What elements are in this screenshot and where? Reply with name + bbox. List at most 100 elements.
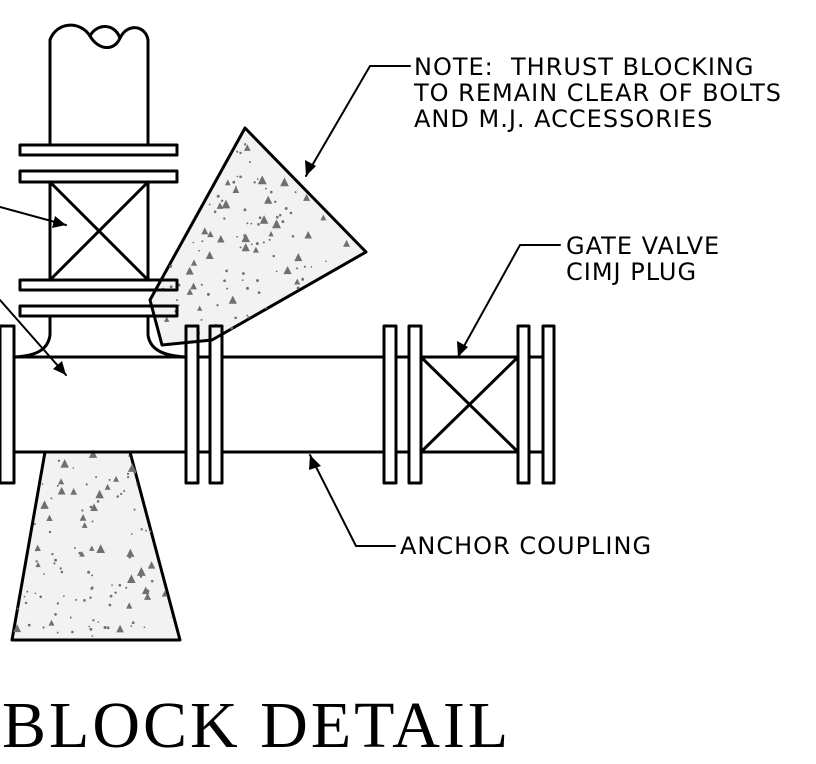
concrete-aggregate [201, 227, 209, 235]
concrete-aggregate [57, 478, 65, 485]
concrete-speck [27, 623, 31, 627]
concrete-speck [72, 467, 75, 469]
concrete-aggregate [217, 235, 225, 243]
anchor-coupling-label: ANCHOR COUPLING [400, 532, 653, 560]
concrete-speck [296, 267, 299, 270]
concrete-speck [26, 590, 29, 593]
concrete-speck [140, 528, 143, 531]
concrete-speck [169, 285, 173, 289]
concrete-speck [75, 598, 78, 601]
concrete-speck [171, 616, 174, 619]
concrete-aggregate [304, 231, 312, 239]
concrete-speck [258, 216, 262, 220]
concrete-speck [35, 560, 38, 563]
concrete-speck [303, 265, 306, 268]
concrete-speck [198, 249, 200, 252]
concrete-speck [96, 500, 100, 503]
concrete-aggregate [136, 566, 146, 576]
concrete-speck [24, 601, 28, 605]
concrete-aggregate [259, 215, 269, 224]
concrete-speck [34, 592, 37, 595]
concrete-speck [59, 567, 62, 570]
concrete-aggregate [185, 266, 194, 275]
concrete-aggregate [113, 475, 120, 482]
concrete-speck [208, 203, 211, 206]
concrete-aggregate [88, 449, 98, 458]
leader-lines [0, 65, 561, 547]
concrete-aggregate [161, 590, 168, 597]
concrete-speck [216, 194, 220, 198]
concrete-speck [250, 243, 253, 246]
concrete-aggregate [272, 219, 282, 229]
concrete-speck [246, 286, 249, 290]
concrete-aggregate [35, 561, 41, 568]
concrete-speck [208, 233, 211, 235]
concrete-stipple [13, 143, 351, 637]
concrete-speck [239, 246, 242, 249]
concrete-speck [53, 562, 56, 565]
concrete-aggregate [205, 251, 214, 259]
note-line-1: NOTE: THRUST BLOCKING [414, 53, 755, 81]
concrete-speck [91, 520, 94, 523]
concrete-speck [89, 627, 93, 631]
concrete-aggregate [252, 246, 259, 253]
concrete-speck [48, 530, 52, 534]
concrete-aggregate [224, 179, 231, 186]
concrete-speck [325, 260, 327, 263]
upper-thrust-block [148, 126, 368, 347]
concrete-speck [200, 318, 203, 321]
tee-and-horizontal-pipe [0, 324, 386, 485]
concrete-aggregate [127, 463, 137, 472]
concrete-aggregate [294, 253, 303, 262]
concrete-speck [216, 304, 219, 307]
note-line-3: AND M.J. ACCESSORIES [414, 105, 714, 133]
concrete-speck [236, 175, 239, 178]
concrete-speck [257, 291, 261, 294]
concrete-aggregate [283, 266, 292, 275]
concrete-aggregate [186, 288, 194, 295]
concrete-speck [243, 208, 247, 212]
concrete-speck [125, 586, 128, 589]
concrete-speck [149, 530, 152, 533]
concrete-speck [111, 584, 113, 586]
concrete-speck [243, 234, 247, 237]
concrete-aggregate [96, 544, 106, 554]
concrete-speck [236, 150, 239, 153]
concrete-speck [247, 316, 250, 319]
concrete-aggregate [216, 202, 224, 209]
concrete-speck [241, 279, 244, 281]
concrete-aggregate [294, 278, 301, 285]
concrete-speck [91, 635, 94, 637]
concrete-aggregate [141, 586, 150, 595]
concrete-aggregate [48, 619, 55, 626]
concrete-aggregate [126, 602, 133, 609]
concrete-speck [85, 483, 88, 486]
concrete-aggregate [104, 483, 111, 490]
concrete-speck [225, 269, 228, 273]
concrete-speck [296, 286, 300, 290]
concrete-speck [103, 626, 107, 630]
concrete-speck [275, 270, 278, 273]
concrete-speck [223, 217, 226, 220]
concrete-aggregate [257, 175, 267, 185]
concrete-speck [264, 187, 267, 190]
gate-valve-label: GATE VALVE [566, 232, 721, 260]
concrete-speck [220, 199, 224, 203]
concrete-speck [246, 314, 249, 317]
concrete-aggregate [57, 486, 66, 495]
concrete-speck [60, 570, 64, 574]
horizontal-gate-valve [382, 324, 556, 485]
concrete-aggregate [79, 551, 85, 557]
concrete-speck [289, 211, 293, 215]
concrete-speck [226, 287, 229, 290]
concrete-speck [143, 626, 146, 629]
concrete-speck [278, 213, 282, 217]
concrete-speck [56, 602, 60, 605]
concrete-speck [176, 299, 179, 302]
concrete-speck [16, 607, 19, 610]
concrete-speck [243, 143, 247, 146]
concrete-speck [262, 241, 265, 244]
concrete-speck [145, 529, 148, 532]
concrete-speck [236, 235, 239, 238]
concrete-speck [131, 621, 135, 625]
